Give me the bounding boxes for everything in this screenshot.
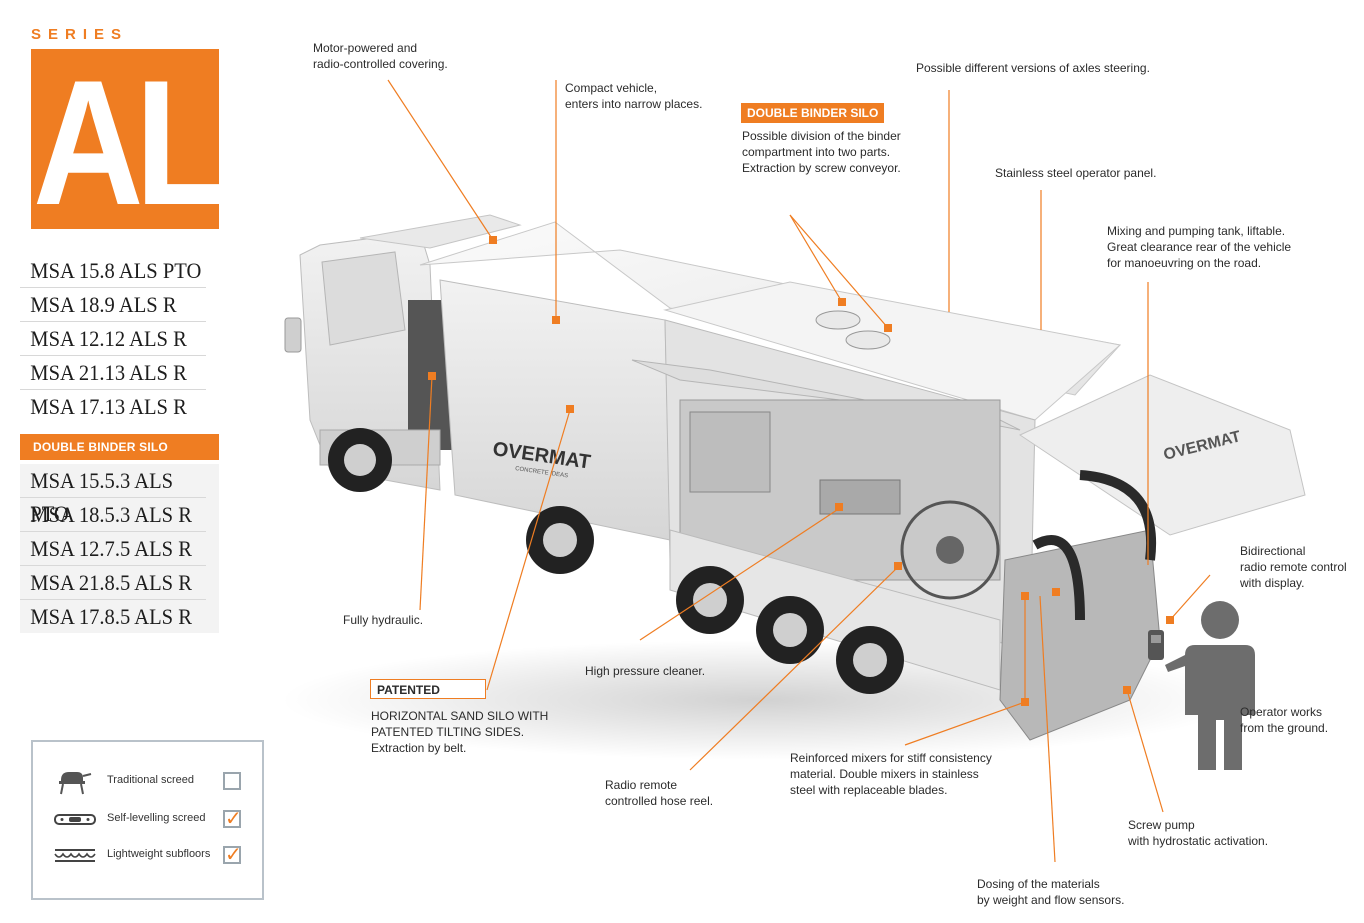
- annotation-line: enters into narrow places.: [565, 97, 703, 111]
- annotation-line: radio remote control: [1240, 560, 1347, 574]
- series-name: ALS: [33, 49, 219, 230]
- annotation-fully-hydraulic: Fully hydraulic.: [343, 612, 423, 628]
- model-item: MSA 15.8 ALS PTO: [20, 254, 206, 288]
- legend-label: Self-levelling screed: [107, 812, 206, 824]
- model-item: MSA 15.5.3 ALS PTO: [20, 464, 206, 526]
- legend-row-lightweight-subfloors: Lightweight subfloors ✓: [33, 840, 262, 870]
- series-label: SERIES: [31, 26, 129, 43]
- model-item: MSA 17.8.5 ALS R: [30, 604, 192, 629]
- annotation-line: Extraction by belt.: [371, 741, 467, 755]
- series-name-block: ALS: [31, 49, 219, 229]
- side-mirror: [284, 317, 302, 353]
- silo-hatch: [845, 330, 891, 350]
- annotation-line: Radio remote: [605, 778, 678, 792]
- annotation-line: for manoeuvring on the road.: [1107, 256, 1262, 270]
- annotation-motor-covering: Motor-powered and radio-controlled coveri…: [313, 40, 448, 72]
- checkmark-icon: ✓: [225, 844, 242, 866]
- model-item: MSA 18.5.3 ALS R: [20, 498, 206, 532]
- annotation-high-pressure-cleaner: High pressure cleaner.: [585, 663, 705, 679]
- annotation-line: Compact vehicle,: [565, 81, 658, 95]
- annotation-line: Mixing and pumping tank, liftable.: [1107, 224, 1286, 238]
- annotation-line: High pressure cleaner.: [585, 664, 706, 678]
- silo-hatch: [815, 310, 861, 330]
- rear-hose: [1079, 470, 1157, 561]
- annotation-line: steel with replaceable blades.: [790, 783, 948, 797]
- legend-label: Traditional screed: [107, 774, 195, 786]
- legend-checkbox-checked: [223, 846, 241, 864]
- annotation-operator-ground: Operator works from the ground.: [1240, 704, 1328, 736]
- legend-row-self-levelling: Self-levelling screed ✓: [33, 804, 262, 834]
- annotation-mixing-tank: Mixing and pumping tank, liftable. Great …: [1107, 223, 1291, 271]
- subfloor-layers-icon: [54, 849, 96, 862]
- remote-control-icon: [1148, 630, 1164, 660]
- annotation-mixers: Reinforced mixers for stiff consistency m…: [790, 750, 992, 798]
- annotation-line: HORIZONTAL SAND SILO WITH: [371, 709, 549, 723]
- annotation-operator-panel: Stainless steel operator panel.: [995, 165, 1156, 181]
- model-item: MSA 21.8.5 ALS R: [20, 566, 206, 600]
- screed-machine-icon: [59, 772, 92, 795]
- annotation-line: with hydrostatic activation.: [1128, 834, 1269, 848]
- annotation-line: Screw pump: [1128, 818, 1195, 832]
- spirit-level-icon: [54, 814, 96, 825]
- double-binder-silo-tag: DOUBLE BINDER SILO: [741, 103, 885, 123]
- annotation-line: Dosing of the materials: [977, 877, 1100, 891]
- truck-wheels: [328, 428, 904, 694]
- annotation-patented-sand-silo: HORIZONTAL SAND SILO WITH PATENTED TILTIN…: [371, 708, 548, 756]
- model-item: MSA 18.9 ALS R: [20, 288, 206, 322]
- annotation-line: Possible different versions of axles ste…: [916, 61, 1150, 75]
- annotation-line: with display.: [1240, 576, 1305, 590]
- patented-tag: PATENTED: [370, 679, 486, 699]
- model-list-standard: MSA 15.8 ALS PTO MSA 18.9 ALS R MSA 12.1…: [20, 254, 219, 423]
- annotation-hose-reel: Radio remote controlled hose reel.: [605, 777, 713, 809]
- annotation-line: Operator works: [1240, 705, 1323, 719]
- annotation-line: Fully hydraulic.: [343, 613, 424, 627]
- leader-lines: [387, 79, 1211, 863]
- annotation-line: controlled hose reel.: [605, 794, 714, 808]
- annotation-line: Extraction by screw conveyor.: [742, 161, 901, 175]
- annotation-line: compartment into two parts.: [742, 145, 891, 159]
- annotation-line: Reinforced mixers for stiff consistency: [790, 751, 992, 765]
- legend-checkbox-unchecked: [223, 772, 241, 790]
- annotation-line: by weight and flow sensors.: [977, 893, 1125, 907]
- annotation-line: from the ground.: [1240, 721, 1329, 735]
- binder-silo-top: [663, 281, 1122, 421]
- model-list-double-binder: MSA 15.5.3 ALS PTO MSA 18.5.3 ALS R MSA …: [20, 464, 219, 633]
- rear-cover-hood: [1018, 374, 1306, 536]
- annotation-double-binder: Possible division of the binder compartme…: [742, 128, 901, 176]
- annotation-line: Bidirectional: [1240, 544, 1306, 558]
- annotation-dosing: Dosing of the materials by weight and flo…: [977, 876, 1124, 908]
- annotation-line: material. Double mixers in stainless: [790, 767, 979, 781]
- model-item: MSA 12.7.5 ALS R: [20, 532, 206, 566]
- legend-label: Lightweight subfloors: [107, 848, 211, 860]
- annotation-line: radio-controlled covering.: [313, 57, 448, 71]
- annotation-compact-vehicle: Compact vehicle, enters into narrow place…: [565, 80, 702, 112]
- legend-row-traditional-screed: Traditional screed: [33, 766, 262, 796]
- legend-checkbox-checked: [223, 810, 241, 828]
- application-legend: Traditional screed Self-levelling screed…: [31, 740, 264, 900]
- annotation-line: Possible division of the binder: [742, 129, 901, 143]
- annotation-line: Great clearance rear of the vehicle: [1107, 240, 1292, 254]
- hose-reel: [900, 500, 1000, 600]
- operator-figure: [1165, 601, 1255, 770]
- model-item: MSA 17.13 ALS R: [30, 394, 187, 419]
- annotation-line: PATENTED TILTING SIDES.: [371, 725, 525, 739]
- checkmark-icon: ✓: [225, 808, 242, 830]
- annotation-axles-steering: Possible different versions of axles ste…: [916, 60, 1150, 76]
- annotation-line: Stainless steel operator panel.: [995, 166, 1157, 180]
- annotation-screw-pump: Screw pump with hydrostatic activation.: [1128, 817, 1268, 849]
- annotation-line: Motor-powered and: [313, 41, 418, 55]
- model-item: MSA 21.13 ALS R: [20, 356, 206, 390]
- model-item: MSA 12.12 ALS R: [20, 322, 206, 356]
- callout-markers: [428, 236, 1174, 706]
- annotation-remote-control: Bidirectional radio remote control with di…: [1240, 543, 1347, 591]
- truck-cab: [284, 214, 522, 491]
